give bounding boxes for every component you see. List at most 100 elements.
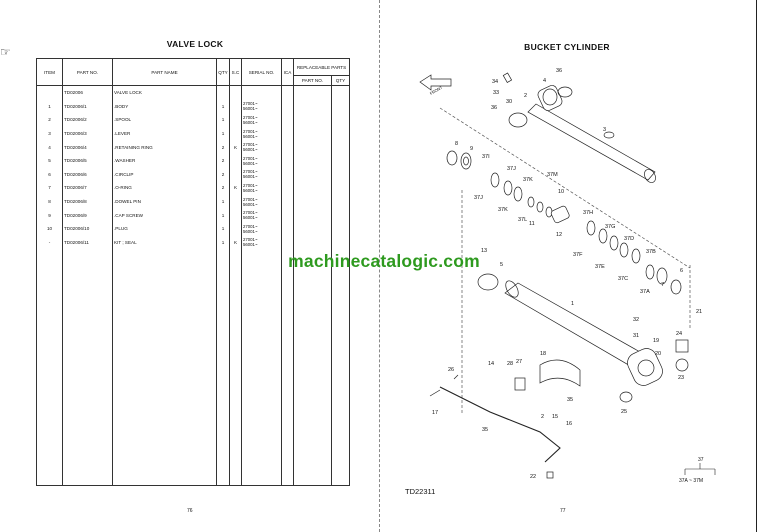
- callout-label: 11: [529, 221, 535, 227]
- callout-label: 37K: [498, 207, 508, 213]
- serial-line: 27001~: [243, 237, 258, 243]
- callout-label: 37B: [646, 249, 656, 255]
- callout-label: 37F: [573, 252, 583, 258]
- callout-label: 33: [493, 90, 499, 96]
- callout-label: 29: [0, 0, 6, 2]
- callout-label: 7: [661, 282, 664, 288]
- blank-cell: [241, 249, 282, 487]
- callout-label: 6: [680, 268, 683, 274]
- cell-rp-qty: [331, 221, 350, 236]
- callout-label: 18: [540, 351, 546, 357]
- callout-label: 1: [571, 301, 574, 307]
- cell-rp-qty: [331, 113, 350, 127]
- callout-label: 17: [432, 410, 438, 416]
- serial-line: 27001~: [243, 101, 258, 107]
- serial-line: 56001~: [243, 147, 258, 153]
- callout-label: 21: [696, 309, 702, 315]
- diagram-parts: [419, 72, 691, 479]
- page-title: VALVE LOCK: [166, 39, 224, 49]
- piston-rod: [527, 103, 656, 181]
- serial-line: 27001~: [243, 155, 258, 161]
- drawing-id: TD22311: [405, 487, 436, 496]
- front-arrow: [419, 74, 452, 91]
- callout-label: 37I: [482, 154, 490, 160]
- kit-legend-range: 37A ~ 37M: [679, 478, 703, 484]
- callout-label: 4: [543, 78, 546, 84]
- serial-line: 56001~: [243, 119, 258, 125]
- front-label: FRONT: [429, 84, 444, 95]
- kit-legend-number: 37: [698, 457, 704, 463]
- serial-line: 27001~: [243, 128, 258, 134]
- serial-line: 56001~: [243, 201, 258, 207]
- callout-label: 8: [455, 141, 458, 147]
- callout-label: 25: [621, 409, 627, 415]
- callout-label: 19: [653, 338, 659, 344]
- callout-label: 27: [516, 359, 522, 365]
- callout-label: 37J: [507, 166, 516, 172]
- cell-rp-qty: [331, 208, 350, 222]
- serial-line: 56001~: [243, 133, 258, 139]
- callout-label: 20: [655, 351, 661, 357]
- cell-rp-qty: [331, 194, 350, 209]
- callout-label: 16: [566, 421, 572, 427]
- callout-label: 31: [633, 333, 639, 339]
- serial-line: 27001~: [243, 169, 258, 175]
- serial-line: 27001~: [243, 223, 258, 229]
- callout-label: 14: [488, 361, 494, 367]
- callout-label: 37H: [583, 210, 593, 216]
- callout-label: 26: [448, 367, 454, 373]
- serial-line: 27001~: [243, 114, 258, 120]
- callout-label: 3: [603, 127, 606, 133]
- serial-line: 27001~: [243, 210, 258, 216]
- callout-label: 2: [541, 414, 544, 420]
- cell-rp-qty: [331, 99, 350, 114]
- page-edge-rule: [756, 0, 757, 532]
- rod-eye: [537, 85, 563, 111]
- callout-label: 36: [556, 68, 562, 74]
- callout-label: 23: [678, 375, 684, 381]
- watermark: machinecatalogic.com: [288, 251, 480, 271]
- callout-label: 35: [482, 427, 488, 433]
- callout-label: 2: [524, 93, 527, 99]
- callout-label: 5: [500, 262, 503, 268]
- cell-rp-qty: [331, 235, 350, 250]
- callout-label: 37K: [523, 177, 533, 183]
- serial-line: 27001~: [243, 182, 258, 188]
- callout-label: 28: [507, 361, 513, 367]
- serial-line: 56001~: [243, 228, 258, 234]
- lube-line: [439, 386, 561, 463]
- serial-line: 56001~: [243, 242, 258, 248]
- table-blank-area: [36, 249, 350, 487]
- parts-table: ITEM PART NO. PART NAME QTY S.C SERIAL N…: [36, 58, 350, 487]
- left-page: ☞ VALVE LOCK ITEM PART NO. PART NAME QTY…: [0, 0, 380, 532]
- callout-label: 35: [567, 397, 573, 403]
- piston: [550, 205, 570, 224]
- callout-label: 15: [552, 414, 558, 420]
- callout-label: 37A: [640, 289, 650, 295]
- serial-line: 56001~: [243, 160, 258, 166]
- cursor-hand-icon: ☞: [0, 45, 11, 59]
- col-part-no: PART NO.: [62, 58, 113, 86]
- col-serial-no: SERIAL NO.: [241, 58, 282, 86]
- callout-label: 30: [506, 99, 512, 105]
- callout-label: 37G: [605, 224, 615, 230]
- serial-line: 27001~: [243, 196, 258, 202]
- serial-line: 56001~: [243, 106, 258, 112]
- cell-rp-qty: [331, 85, 350, 100]
- callout-label: 37M: [547, 172, 558, 178]
- callout-label: 24: [676, 331, 682, 337]
- callout-label: 12: [556, 232, 562, 238]
- right-page: BUCKET CYLINDER 77: [381, 0, 768, 532]
- callout-label: 32: [633, 317, 639, 323]
- page-fold: [379, 0, 381, 532]
- kit-legend: 37 37A ~ 37M: [679, 457, 716, 484]
- serial-line: 56001~: [243, 187, 258, 193]
